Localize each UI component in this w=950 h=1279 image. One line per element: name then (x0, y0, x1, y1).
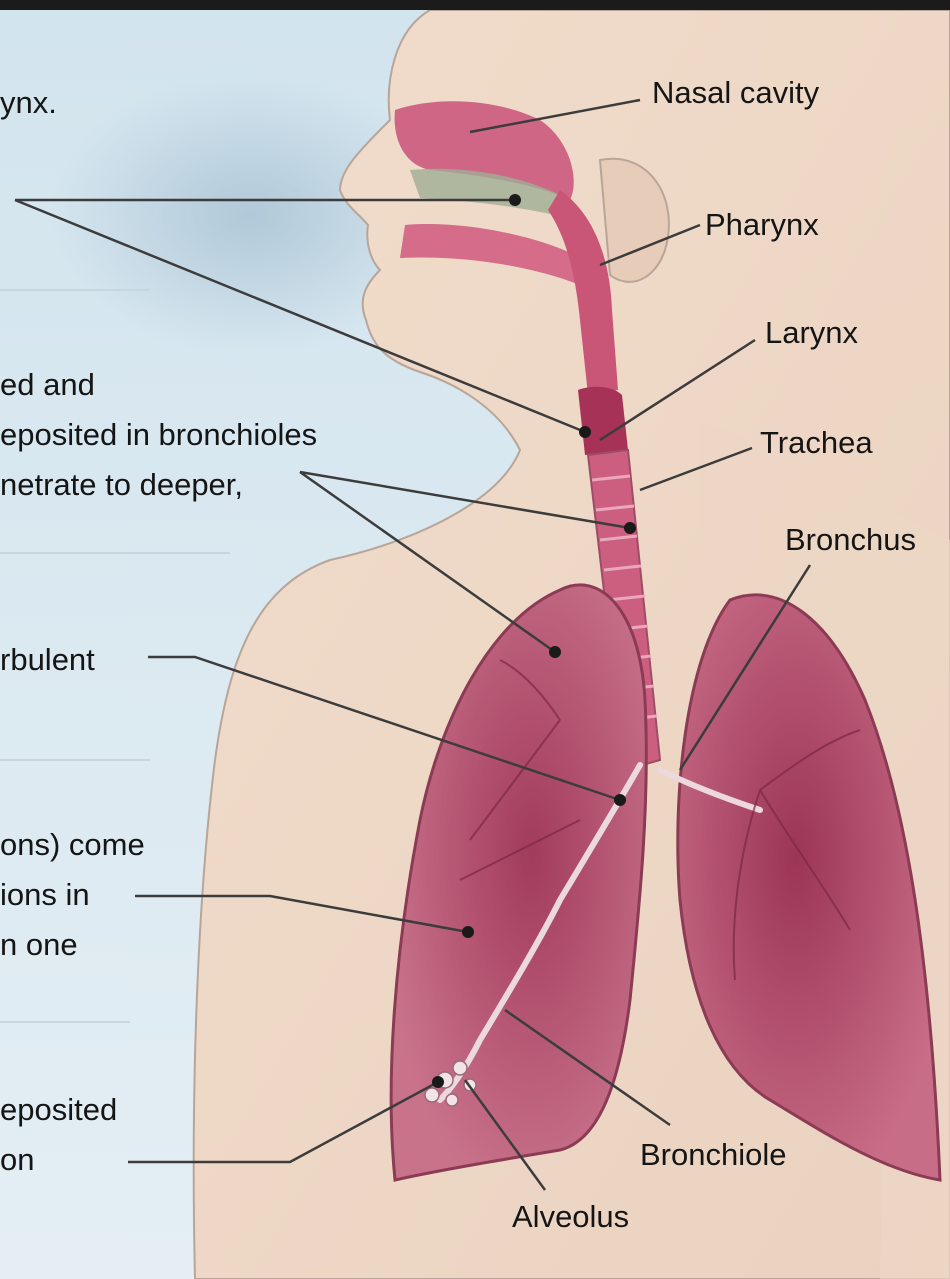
panel-item2-line3: netrate to deeper, (0, 460, 243, 510)
label-bronchiole: Bronchiole (640, 1130, 786, 1180)
label-larynx: Larynx (765, 308, 858, 358)
panel-item2-line1: ed and (0, 360, 95, 410)
leader-dot (614, 794, 626, 806)
panel-item4-line3: n one (0, 920, 78, 970)
larynx-shape (578, 387, 628, 455)
leader-dot (579, 426, 591, 438)
panel-item5-line2: on (0, 1135, 34, 1185)
label-alveolus: Alveolus (512, 1192, 629, 1242)
panel-item1-line1: ynx. (0, 78, 57, 128)
panel-item2-line2: eposited in bronchioles (0, 410, 317, 460)
leader-dot (432, 1076, 444, 1088)
label-nasal-cavity: Nasal cavity (652, 68, 819, 118)
leader-dot (462, 926, 474, 938)
label-pharynx: Pharynx (705, 200, 819, 250)
leader-dot (509, 194, 521, 206)
leader-dot (624, 522, 636, 534)
panel-item4-line2: ions in (0, 870, 90, 920)
label-trachea: Trachea (760, 418, 873, 468)
top-bar (0, 0, 950, 10)
leader-dot (549, 646, 561, 658)
panel-item3-line1: rbulent (0, 635, 95, 685)
label-bronchus: Bronchus (785, 515, 916, 565)
panel-item4-line1: ons) come (0, 820, 145, 870)
panel-item5-line1: eposited (0, 1085, 117, 1135)
